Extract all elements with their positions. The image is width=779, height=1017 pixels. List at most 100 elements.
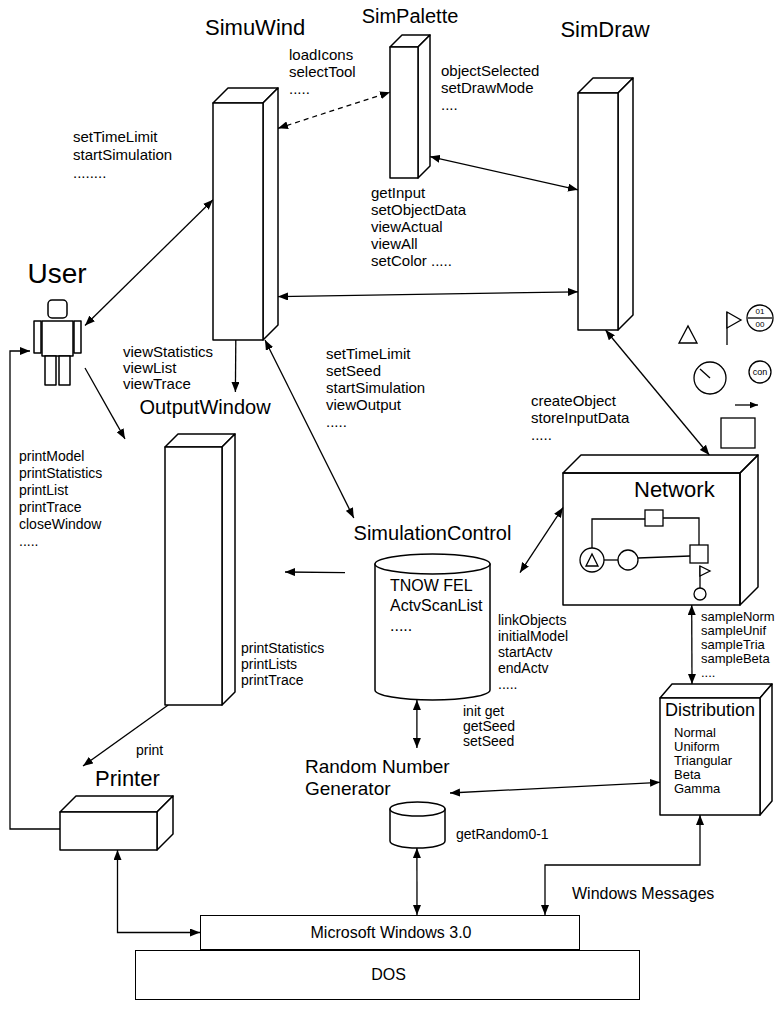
network-link: [663, 518, 699, 545]
network-square: [690, 545, 708, 563]
method-list: setTimeLimit setSeed startSimulation vie…: [325, 345, 426, 430]
network-circle: [580, 548, 604, 572]
connector: [416, 700, 417, 748]
box-front-face: [60, 812, 157, 850]
os-layer: Microsoft Windows 3.0: [200, 915, 580, 950]
user-leg: [45, 356, 56, 385]
counter-icon: [748, 317, 772, 318]
connector: [278, 292, 578, 297]
shape-outline: [578, 75, 633, 330]
shape-outline: [390, 35, 430, 178]
box-front-face: [660, 698, 760, 815]
connector: [235, 340, 237, 392]
box-side-face: [263, 88, 278, 340]
module-box: DistributionNormal Uniform Triangular Be…: [660, 684, 772, 815]
network-square: [645, 510, 663, 526]
printer-box: Printer: [60, 766, 175, 850]
method-list: createObject storeInputData .....: [530, 392, 630, 443]
connector: [520, 508, 563, 573]
method-list: print: [135, 742, 164, 759]
method-list: printStatistics printLists printTrace: [240, 640, 325, 688]
os-layer: DOS: [135, 950, 640, 1000]
user-figure: User: [30, 300, 85, 385]
network-link: [638, 556, 690, 558]
method-list: printModel printStatistics printList pri…: [18, 448, 103, 550]
node-body: Normal Uniform Triangular Beta Gamma: [674, 726, 732, 796]
counter-text: 01: [756, 307, 765, 316]
shape-outline: [213, 85, 278, 340]
box-front-face: [165, 447, 222, 705]
method-list: loadIcons selectTool .....: [288, 46, 357, 97]
network-link: [592, 519, 645, 548]
node-title: DOS: [371, 966, 406, 984]
network-flag: [700, 566, 710, 576]
connector: [83, 705, 168, 766]
node-title: SimulationControl: [354, 522, 512, 545]
method-list: viewStatistics viewList viewTrace: [122, 344, 214, 392]
database-cylinder: Random Number Generator: [305, 748, 450, 848]
connector: [10, 351, 60, 829]
user-leg: [59, 356, 70, 385]
cylinder-top: [375, 554, 490, 574]
node-title: Printer: [95, 766, 160, 791]
box-front-face: [213, 103, 263, 340]
method-list: getInput setObjectData viewActual viewAl…: [370, 184, 467, 269]
shape-outline: [30, 300, 85, 385]
window-panel: SimDraw: [578, 75, 633, 330]
box-side-face: [222, 434, 235, 705]
arrow-icon: [735, 404, 758, 405]
node-title: SimuWind: [205, 15, 305, 40]
module-box: Network: [563, 455, 758, 605]
cylinder-top: [390, 802, 445, 816]
method-list: objectSelected setDrawMode ....: [440, 62, 540, 113]
method-list: sampleNorm sampleUnif sampleTria sampleB…: [700, 610, 776, 680]
activity-icon: [694, 362, 726, 394]
box-side-face: [157, 796, 173, 850]
annotation: Windows Messages: [572, 885, 714, 902]
box-side-face: [618, 78, 633, 330]
method-list: setTimeLimit startSimulation ........: [72, 128, 173, 182]
network-link: [604, 559, 618, 560]
box-front-face: [390, 47, 418, 178]
method-list: linkObjects initialModel startActv endAc…: [497, 612, 569, 692]
node-title: Network: [634, 477, 715, 502]
box-front-face: [578, 93, 618, 330]
node-title: OutputWindow: [139, 396, 270, 419]
box-side-face: [740, 455, 758, 605]
network-circle: [694, 588, 706, 600]
box-top-face: [60, 796, 173, 812]
connector-icon: [749, 361, 771, 383]
flag-icon: [727, 312, 741, 328]
triangle-icon: [679, 326, 697, 343]
connector: [278, 92, 390, 128]
connector: [85, 200, 213, 326]
node-title: Distribution: [665, 700, 755, 721]
counter-icon: [747, 305, 773, 331]
method-list: init get getSeed setSeed: [462, 704, 516, 749]
activity-icon: [700, 369, 710, 378]
connector: [118, 850, 201, 933]
node-title: Random Number Generator: [305, 756, 465, 800]
connector: [285, 571, 345, 573]
user-head: [48, 300, 67, 318]
connector: [416, 848, 417, 915]
box-top-face: [660, 684, 772, 698]
node-title: User: [27, 258, 86, 290]
user-arm: [34, 321, 41, 353]
node-title: Microsoft Windows 3.0: [311, 924, 472, 942]
network-circle: [618, 550, 638, 570]
connector: [85, 368, 125, 439]
box-front-face: [563, 473, 740, 605]
database-cylinder: SimulationControlTNOW FEL ActvScanList .…: [345, 518, 520, 700]
counter-text: 00: [756, 320, 765, 329]
box-top-face: [563, 455, 758, 473]
window-panel: SimuWind: [213, 85, 278, 340]
square-icon: [721, 418, 755, 448]
icon-text: con: [753, 367, 768, 377]
box-side-face: [760, 684, 772, 815]
cylinder-body: [375, 564, 490, 700]
method-list: getRandom0-1: [455, 826, 550, 843]
palette-panel: SimPalette: [390, 35, 430, 178]
connector: [450, 782, 660, 793]
